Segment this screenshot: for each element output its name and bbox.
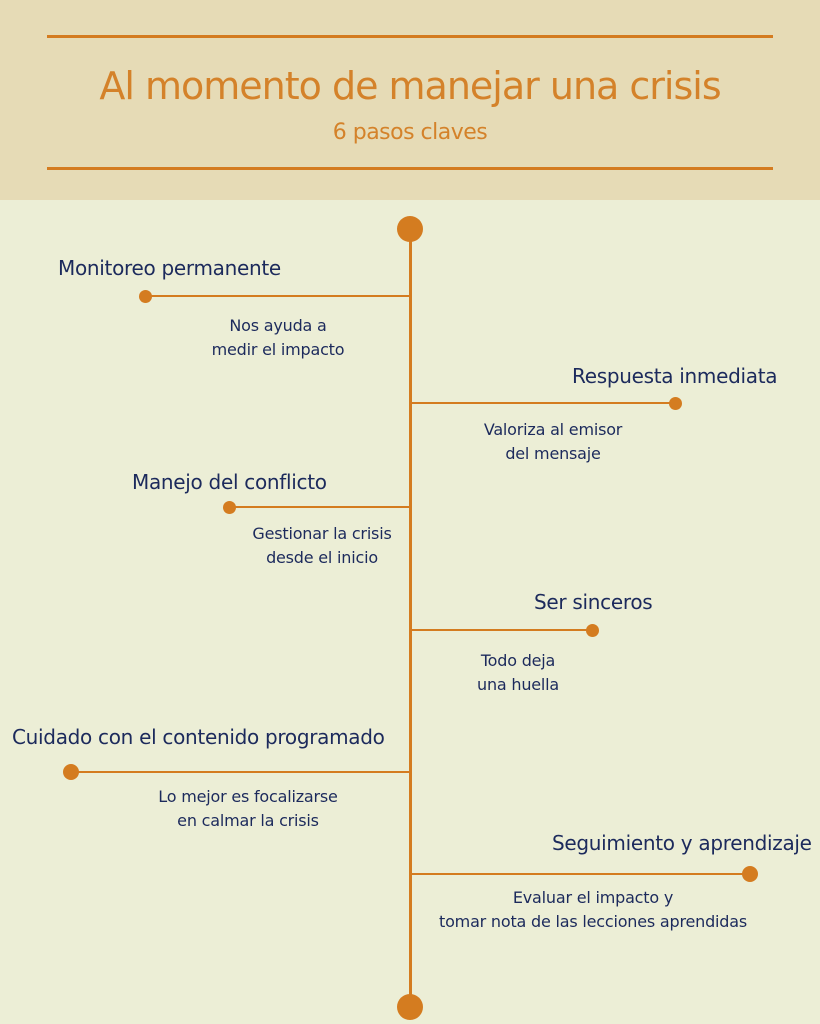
step-1-branch: [145, 295, 410, 297]
step-4-node: [586, 624, 599, 637]
step-2-title: Respuesta inmediata: [572, 364, 778, 388]
step-1-desc-line-1: Nos ayuda a: [229, 316, 327, 335]
timeline-end-node: [397, 994, 423, 1020]
step-1-desc-line-2: medir el impacto: [211, 340, 345, 359]
step-3-desc-line-2: desde el inicio: [266, 548, 378, 567]
step-5-desc-line-1: Lo mejor es focalizarse: [158, 787, 338, 806]
timeline-start-node: [397, 216, 423, 242]
step-5-branch: [71, 771, 410, 773]
step-3-description: Gestionar la crisis desde el inicio: [222, 522, 422, 570]
step-3-desc-line-1: Gestionar la crisis: [252, 524, 392, 543]
header-bottom-rule: [47, 167, 773, 170]
header-top-rule: [47, 35, 773, 38]
step-5-desc-line-2: en calmar la crisis: [177, 811, 319, 830]
timeline-axis: [409, 229, 412, 1007]
step-6-branch: [411, 873, 750, 875]
step-2-description: Valoriza al emisor del mensaje: [443, 418, 663, 466]
step-5-description: Lo mejor es focalizarse en calmar la cri…: [138, 785, 358, 833]
step-6-node: [742, 866, 758, 882]
step-4-branch: [411, 629, 592, 631]
header-banner: Al momento de manejar una crisis 6 pasos…: [0, 0, 820, 200]
step-6-desc-line-1: Evaluar el impacto y: [512, 888, 674, 907]
step-6-description: Evaluar el impacto y tomar nota de las l…: [413, 886, 773, 934]
step-3-branch: [229, 506, 410, 508]
step-1-description: Nos ayuda a medir el impacto: [178, 314, 378, 362]
step-3-node: [223, 501, 236, 514]
step-6-title: Seguimiento y aprendizaje: [552, 831, 812, 855]
step-2-desc-line-1: Valoriza al emisor: [483, 420, 623, 439]
step-1-node: [139, 290, 152, 303]
step-2-node: [669, 397, 682, 410]
step-4-desc-line-2: una huella: [477, 675, 559, 694]
step-4-description: Todo deja una huella: [423, 649, 613, 697]
step-5-node: [63, 764, 79, 780]
page-title: Al momento de manejar una crisis: [99, 64, 721, 108]
step-5-title: Cuidado con el contenido programado: [12, 725, 385, 749]
step-4-title: Ser sinceros: [534, 590, 653, 614]
step-1-title: Monitoreo permanente: [58, 256, 281, 280]
step-4-desc-line-1: Todo deja: [480, 651, 556, 670]
page-subtitle: 6 pasos claves: [332, 120, 488, 145]
step-6-desc-line-2: tomar nota de las lecciones aprendidas: [439, 912, 747, 931]
step-2-desc-line-2: del mensaje: [505, 444, 601, 463]
step-2-branch: [411, 402, 675, 404]
step-3-title: Manejo del conflicto: [132, 470, 327, 494]
